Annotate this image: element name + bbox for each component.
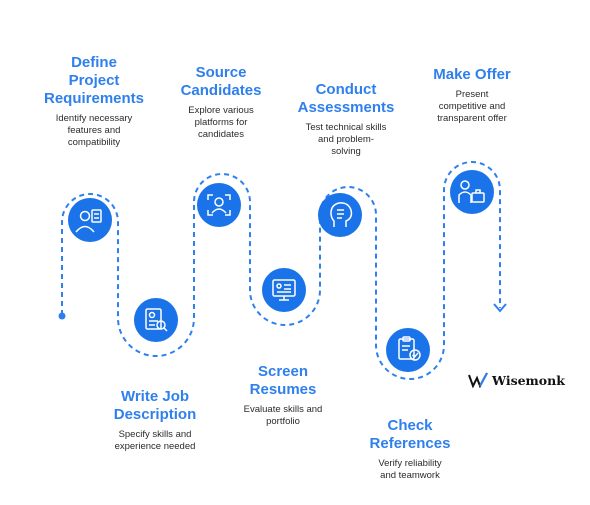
step-title: Make Offer xyxy=(433,66,511,83)
step-title: Conduct Assessments xyxy=(297,81,395,116)
step-description: Test technical skills and problem- solvi… xyxy=(305,122,387,157)
head-checklist-icon xyxy=(330,202,353,227)
step-title: Write Job Description xyxy=(113,388,197,423)
step-3-node xyxy=(197,183,241,227)
step-title: Check References xyxy=(369,417,451,452)
step-conduct-assessments: Conduct Assessments Test technical skill… xyxy=(290,81,402,158)
step-write-job-description: Write Job Description Specify skills and… xyxy=(100,388,210,453)
person-briefcase-icon xyxy=(458,180,485,203)
step-define-requirements: Define Project Requirements Identify nec… xyxy=(35,54,153,149)
face-scan-icon xyxy=(207,194,231,216)
team-checklist-icon xyxy=(75,209,102,233)
brand-name: Wisemonk xyxy=(492,372,565,388)
brand-logo: Wisemonk xyxy=(468,372,565,388)
step-6-node xyxy=(386,328,430,372)
step-4-node xyxy=(262,268,306,312)
path-start-dot xyxy=(58,312,66,320)
step-screen-resumes: Screen Resumes Evaluate skills and portf… xyxy=(228,363,338,428)
step-description: Explore various platforms for candidates xyxy=(188,105,254,140)
step-description: Specify skills and experience needed xyxy=(114,429,196,452)
step-check-references: Check References Verify reliability and … xyxy=(355,417,465,482)
step-description: Present competitive and transparent offe… xyxy=(437,89,507,124)
step-2-node xyxy=(134,298,178,342)
step-description: Evaluate skills and portfolio xyxy=(243,404,323,427)
step-5-node xyxy=(318,193,362,237)
step-title: Define Project Requirements xyxy=(43,54,145,107)
step-7-node xyxy=(450,170,494,214)
path-end-arrow-icon xyxy=(493,303,507,313)
step-1-node xyxy=(68,198,112,242)
resume-search-icon xyxy=(145,308,168,332)
step-description: Verify reliability and teamwork xyxy=(378,458,442,481)
resume-screen-icon xyxy=(272,279,296,301)
dashed-process-path xyxy=(61,161,501,380)
step-make-offer: Make Offer Present competitive and trans… xyxy=(418,66,526,125)
step-source-candidates: Source Candidates Explore various platfo… xyxy=(168,64,274,141)
step-title: Source Candidates xyxy=(180,64,262,99)
step-title: Screen Resumes xyxy=(249,363,317,398)
wisemonk-logo-icon xyxy=(468,372,488,388)
clipboard-check-icon xyxy=(398,336,421,361)
step-description: Identify necessary features and compatib… xyxy=(55,113,133,148)
